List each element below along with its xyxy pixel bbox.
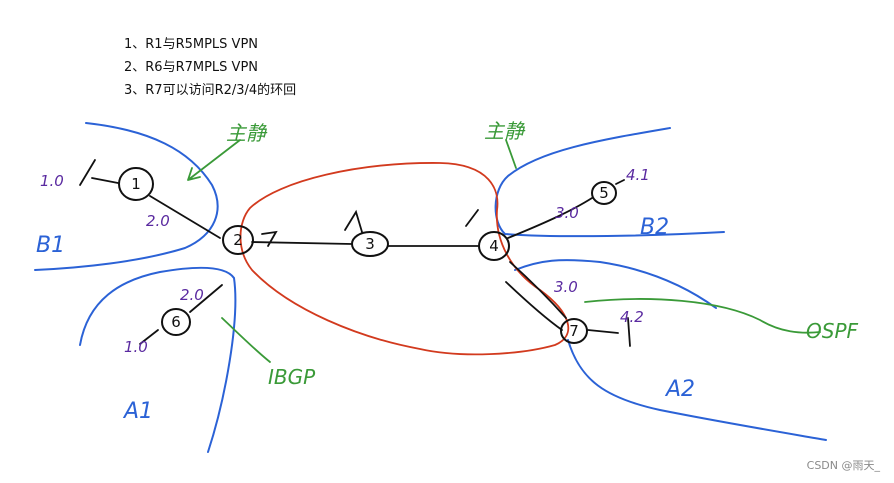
r1-loopback-mark [79, 159, 119, 186]
ibgp-label: IBGP [268, 365, 316, 389]
router-r5-label: 5 [599, 184, 609, 202]
addr-r5-link: 3.0 [555, 204, 579, 222]
addr-r6-link: 2.0 [180, 286, 204, 304]
router-r7 [560, 318, 588, 344]
ibgp-pointer [221, 317, 271, 363]
addr-r1-loopback: 1.0 [40, 172, 64, 190]
r6-loopback-mark [139, 329, 159, 345]
router-r7-label: 7 [569, 322, 579, 340]
ebgp-left-label: 主静 [226, 121, 268, 145]
addr-r1-link: 2.0 [146, 212, 170, 230]
ebgp-right-arrow [505, 139, 517, 169]
router-r3 [351, 231, 389, 257]
ebgp-left-arrow [187, 139, 241, 181]
link-r4-r7 [509, 261, 567, 319]
router-r2-label: 2 [233, 231, 243, 249]
addr-r7-link: 3.0 [554, 278, 578, 296]
r2-mark [261, 230, 278, 247]
site-a1-label: A1 [122, 399, 153, 424]
requirement-2: 2、R6与R7MPLS VPN [124, 60, 259, 75]
site-a2-lower-boundary [567, 339, 827, 441]
requirement-1: 1、R1与R5MPLS VPN [124, 37, 259, 52]
addr-r7-loopback: 4.2 [620, 308, 644, 326]
site-b1-label: B1 [36, 233, 65, 258]
ospf-line [584, 298, 821, 334]
site-b2-boundary [494, 127, 725, 238]
link-r4-r7b [505, 281, 563, 331]
site-b1-boundary [34, 122, 219, 271]
router-r6-label: 6 [171, 313, 181, 331]
addr-r5-loopback: 4.1 [626, 166, 650, 184]
site-a1-boundary [79, 266, 237, 453]
link-r2-r3 [251, 241, 353, 245]
router-r4-label: 4 [489, 237, 499, 255]
router-r1 [118, 167, 154, 201]
watermark: CSDN @雨天_ [806, 459, 880, 472]
router-r3-label: 3 [365, 235, 375, 253]
r4-mark [465, 209, 479, 227]
site-b2-label: B2 [640, 215, 669, 240]
router-r4 [478, 231, 510, 261]
router-r2 [222, 225, 254, 255]
link-r1-r2 [149, 195, 221, 239]
router-r5 [591, 181, 617, 205]
link-r6-r2 [189, 284, 223, 313]
mpls-ring [239, 162, 570, 356]
r3-mark [344, 209, 363, 233]
ospf-label: OSPF [806, 319, 858, 343]
site-a2-label: A2 [664, 377, 695, 402]
ebgp-right-label: 主静 [484, 119, 526, 143]
link-r4-r5 [507, 197, 593, 239]
site-a2-boundary [514, 259, 717, 309]
requirement-3: 3、R7可以访问R2/3/4的环回 [124, 83, 297, 98]
router-r6 [161, 308, 191, 336]
r5-loopback-mark [615, 179, 625, 185]
r7-loopback-mark [587, 317, 631, 347]
addr-r6-loopback: 1.0 [124, 338, 148, 356]
router-r1-label: 1 [131, 175, 141, 193]
